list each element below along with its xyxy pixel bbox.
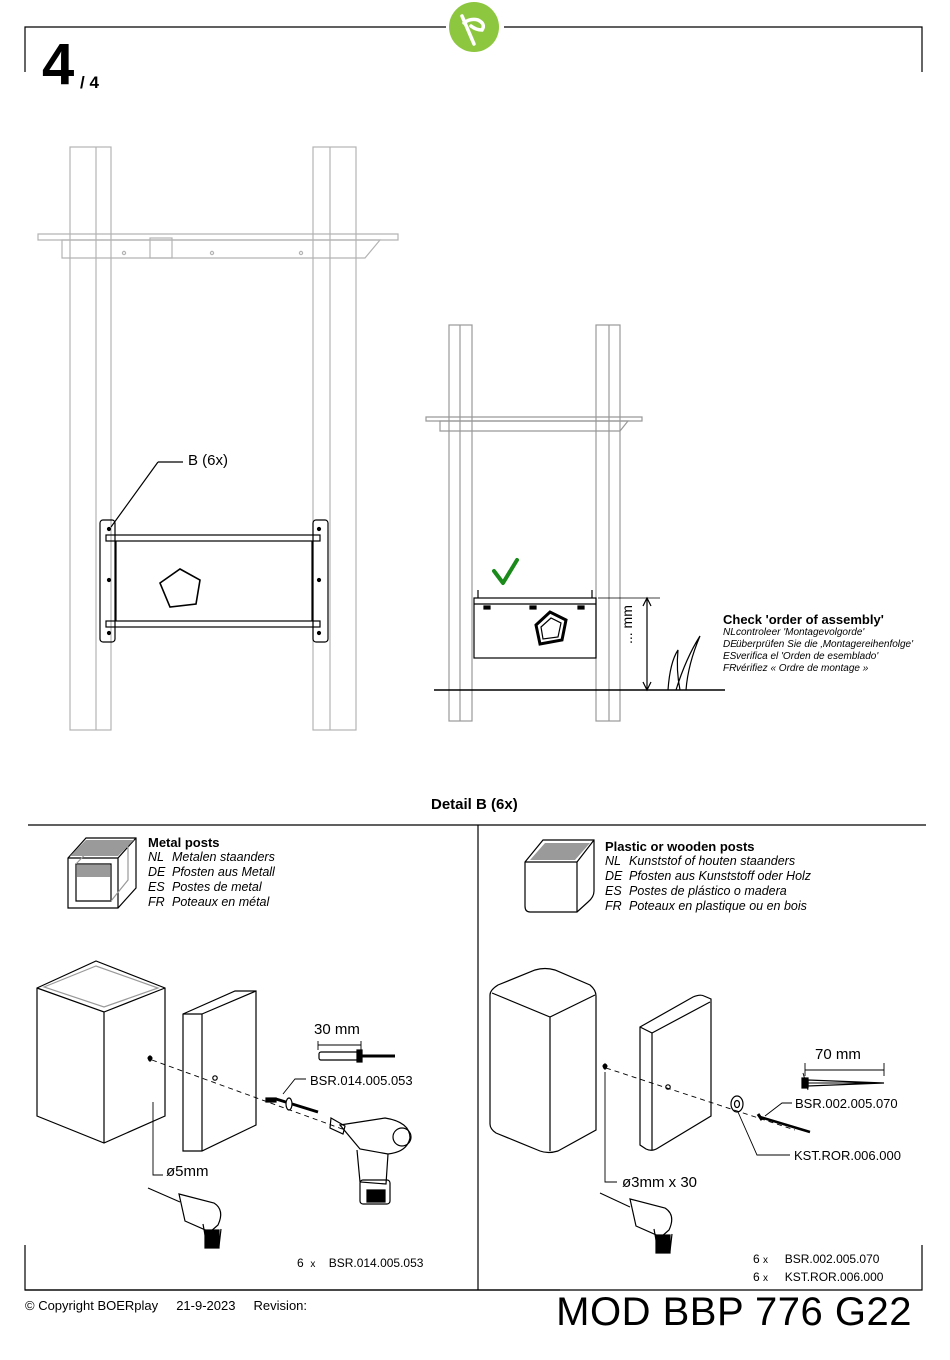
check-order-line: ESverifica el 'Orden de esemblado' (723, 651, 879, 662)
wooden-posts-title: Plastic or wooden posts (605, 839, 755, 854)
check-order-title: Check 'order of assembly' (723, 612, 884, 627)
metal-posts-title: Metal posts (148, 835, 220, 850)
panel-b-right (434, 590, 725, 692)
callout-label: B (6x) (188, 452, 229, 469)
revision: Revision: (253, 1298, 308, 1313)
wooden-post-icon (524, 839, 595, 913)
height-label: ... mm (619, 605, 635, 644)
check-order-block: Check 'order of assembly' NLcontroleer '… (723, 612, 913, 675)
check-order-line: DEüberprüfen Sie die ‚Montagereihenfolge… (723, 639, 914, 650)
screw-length-label: 70 mm (815, 1046, 861, 1063)
check-order-line: FRvérifiez « Ordre de montage » (723, 663, 869, 674)
wooden-bracket-plate (605, 994, 796, 1151)
model-number: MOD BBP 776 G22 (556, 1290, 912, 1334)
check-order-line: NLcontroleer 'Montagevolgorde' (723, 627, 865, 638)
rivet-length-label: 30 mm (314, 1021, 360, 1038)
step-total: / 4 (80, 73, 99, 92)
blind-rivet-icon (265, 1041, 395, 1114)
checkmark-icon (492, 558, 519, 585)
metal-bracket-plate (151, 990, 346, 1152)
metal-parts-row: 6 x BSR.014.005.053 (297, 1256, 424, 1270)
rivet-code-label: BSR.014.005.053 (310, 1073, 413, 1088)
metal-post-icon (67, 837, 137, 909)
screw-and-washer-icon (730, 1063, 885, 1156)
panel-b-left (99, 461, 329, 643)
drill-size-left: ø5mm (166, 1163, 209, 1180)
boerplay-leaf-icon (449, 2, 499, 52)
footer-meta: © Copyright BOERplay 21-9-2023 Revision: (25, 1298, 307, 1313)
drill-icon-left (147, 1102, 222, 1249)
copyright: © Copyright BOERplay (25, 1298, 159, 1313)
right-frame-illustration (425, 324, 643, 722)
rivet-gun-icon (329, 1117, 412, 1205)
screw-code-label: BSR.002.005.070 (795, 1096, 898, 1111)
step-number: 4 (42, 32, 75, 97)
drill-icon-right (599, 1072, 673, 1254)
drill-size-right: ø3mm x 30 (622, 1174, 698, 1191)
wood-parts-row: 6 x KST.ROR.006.000 (753, 1270, 884, 1284)
washer-code-label: KST.ROR.006.000 (794, 1148, 901, 1163)
date: 21-9-2023 (176, 1298, 236, 1313)
wooden-post-large (489, 967, 608, 1154)
left-frame-illustration (37, 146, 399, 731)
metal-post-large (36, 960, 166, 1144)
wood-parts-row: 6 x BSR.002.005.070 (753, 1252, 880, 1266)
detail-title: Detail B (6x) (431, 796, 518, 813)
wood-parts-list: 6 x BSR.002.005.070 6 x KST.ROR.006.000 (753, 1251, 883, 1287)
